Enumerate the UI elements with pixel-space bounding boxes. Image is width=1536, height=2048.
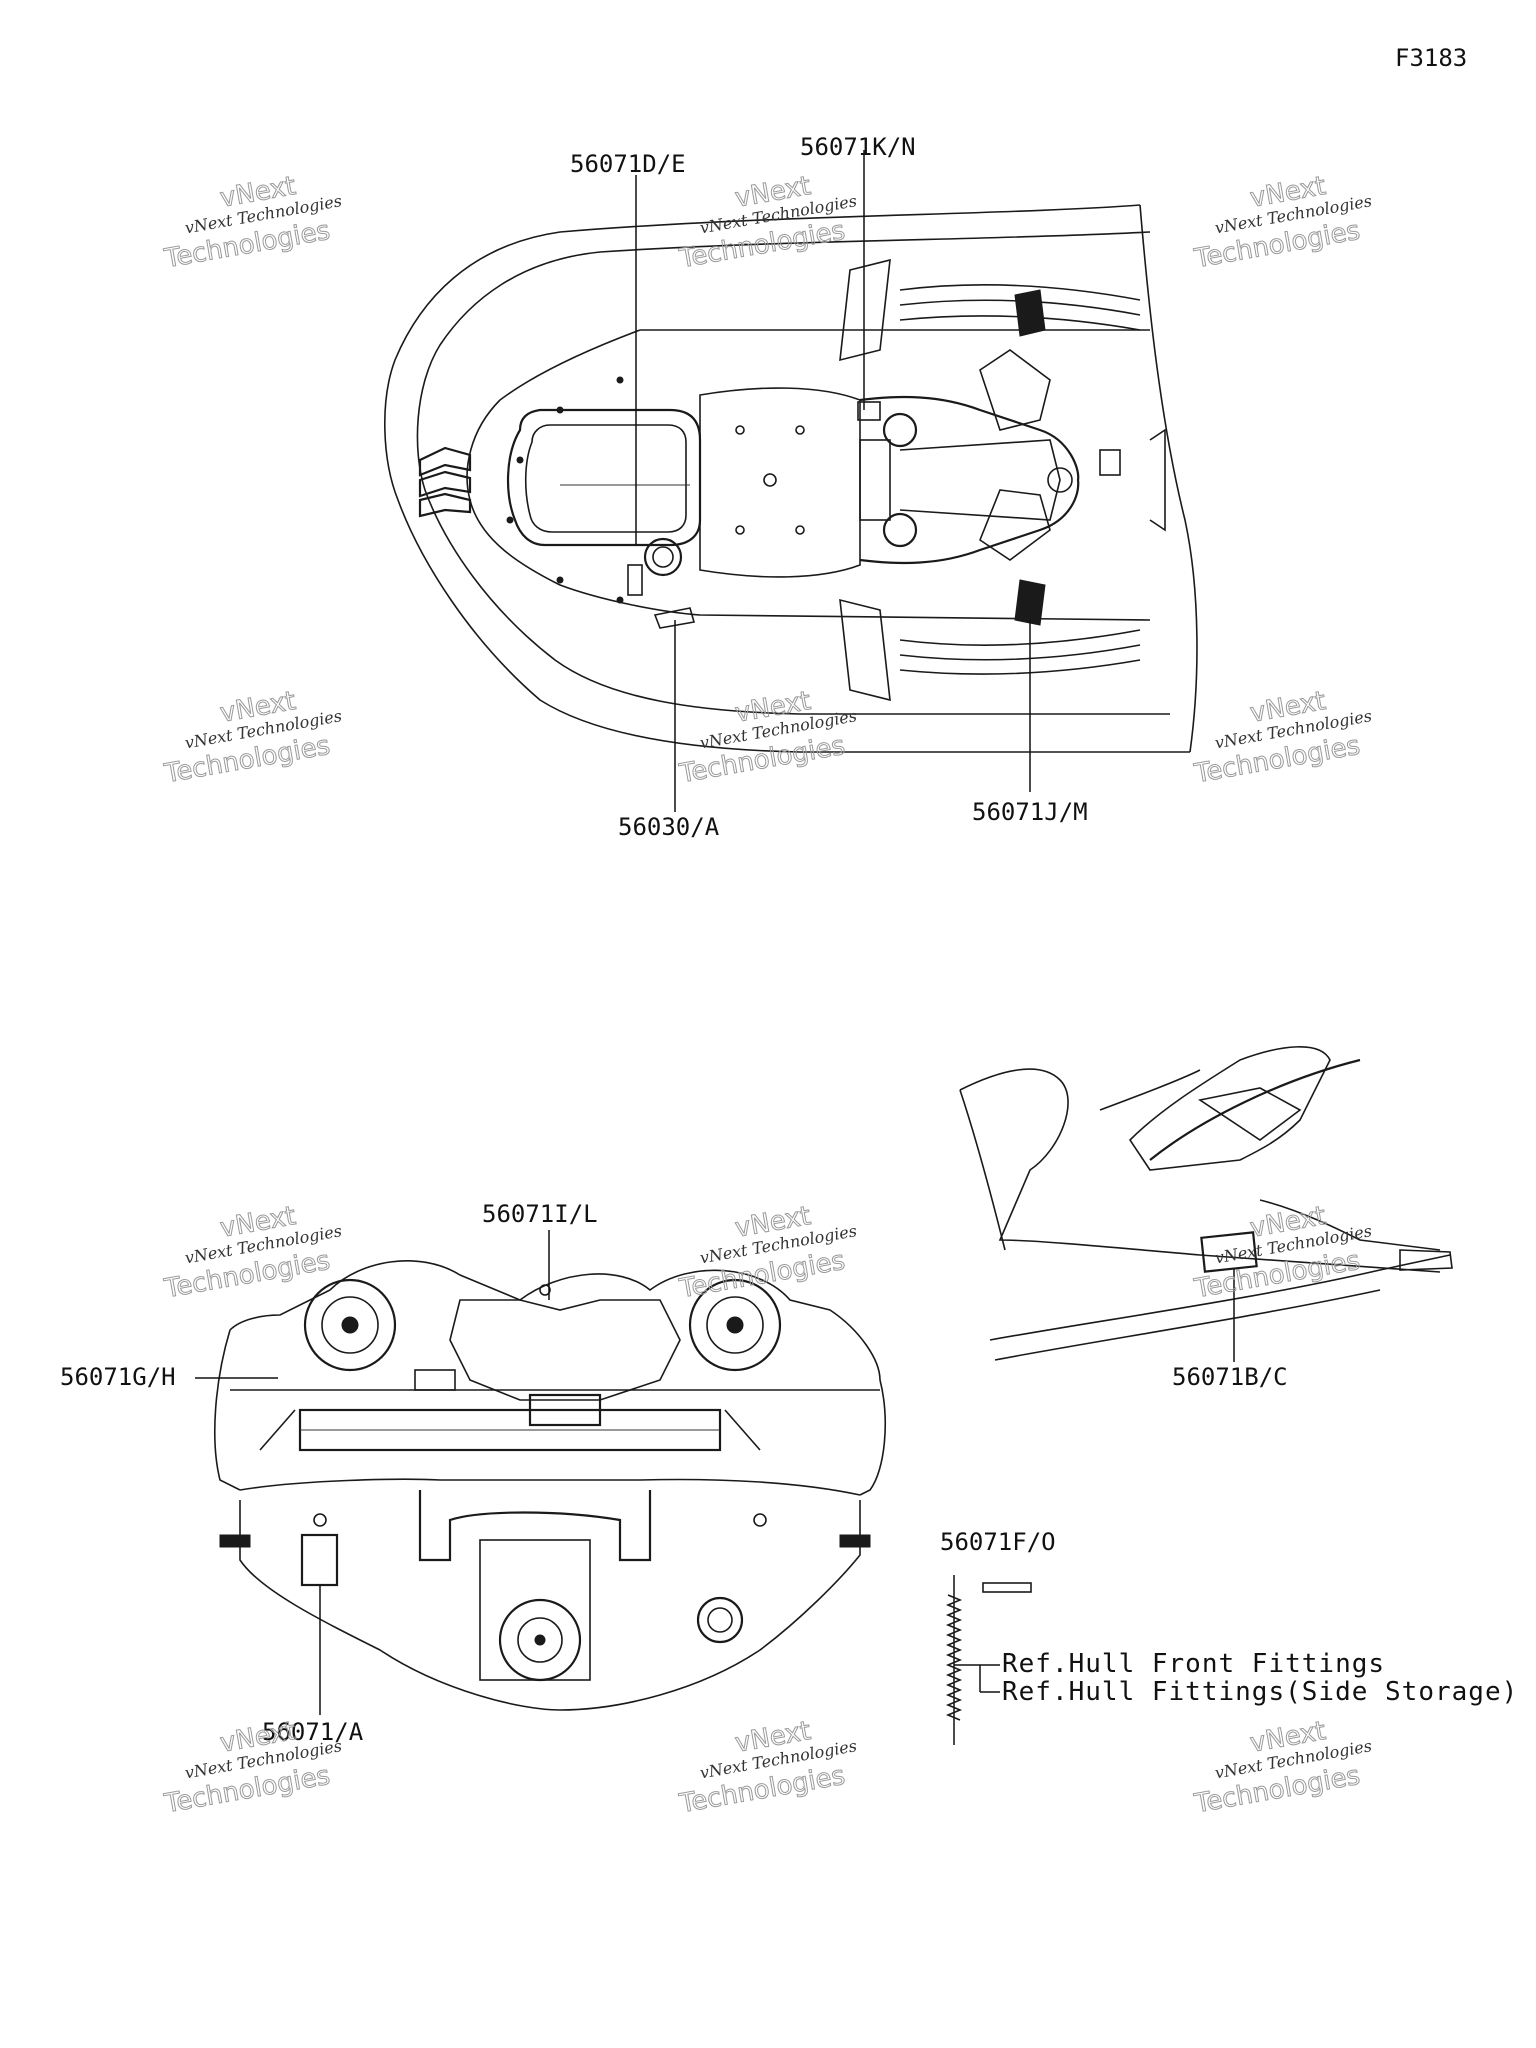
label-56030-A: 56030/A: [618, 813, 720, 841]
label-56071J-M: 56071J/M: [972, 798, 1088, 826]
label-56071I-L: 56071I/L: [482, 1200, 598, 1228]
decal-strip: [982, 1582, 1032, 1593]
label-56071-A: 56071/A: [262, 1718, 364, 1746]
top-view-drawing: [383, 204, 1198, 753]
label-56071D-E: 56071D/E: [570, 150, 686, 178]
ref-hull-fittings-side-storage: Ref.Hull Fittings(Side Storage): [1002, 1677, 1518, 1707]
label-56071B-C: 56071B/C: [1172, 1363, 1288, 1391]
label-56071K-N: 56071K/N: [800, 133, 916, 161]
spring-icon: [945, 1575, 963, 1745]
ref-hull-front-fittings: Ref.Hull Front Fittings: [1002, 1649, 1385, 1679]
side-view-drawing: [959, 1046, 1453, 1361]
label-56071G-H: 56071G/H: [60, 1363, 176, 1391]
figure-code: F3183: [1395, 44, 1467, 72]
label-56071F-O: 56071F/O: [940, 1528, 1056, 1556]
rear-view-drawing: [214, 1260, 886, 1711]
